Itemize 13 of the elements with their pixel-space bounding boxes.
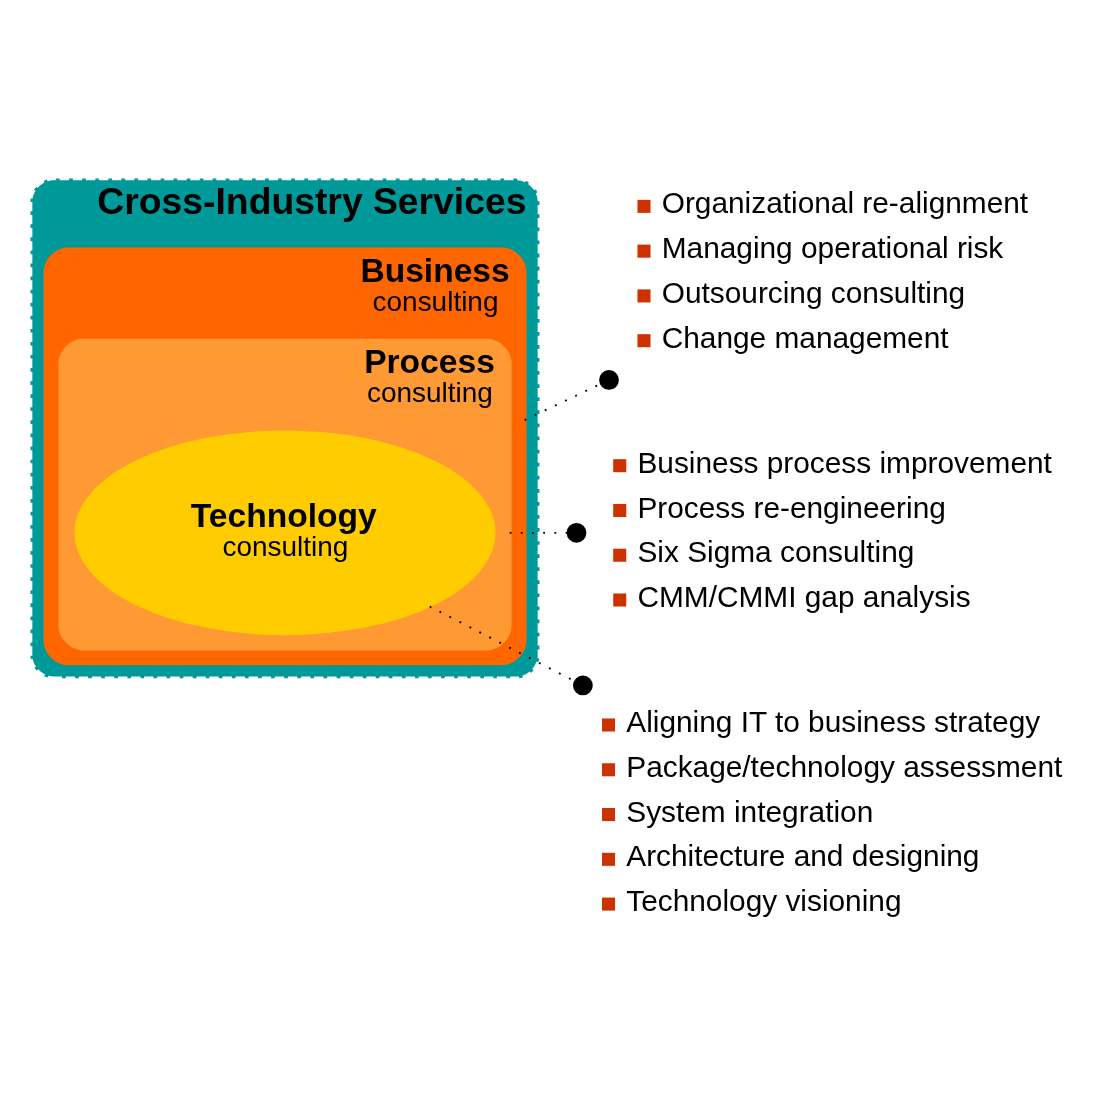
- node-label: Change management: [661, 320, 949, 354]
- connector: [428, 605, 593, 696]
- node-label: Six Sigma consulting: [637, 535, 915, 569]
- connector: [523, 370, 619, 421]
- node-ellipse: Technology consulting: [74, 430, 496, 636]
- node-label: Organizational re-alignment: [661, 186, 1029, 220]
- node-label: CMM/CMMI gap analysis: [637, 580, 971, 614]
- connector: [508, 522, 587, 543]
- node-label: Business process improvement: [637, 445, 1052, 479]
- node-label: Managing operational risk: [661, 231, 1004, 265]
- node-text: Aligning IT to business strategy Package/technology assessment System integration Architecture and designing Technology visioning: [626, 705, 1063, 918]
- node-label: Process re-engineering: [637, 490, 946, 524]
- node-label: Outsourcing consulting: [661, 276, 966, 310]
